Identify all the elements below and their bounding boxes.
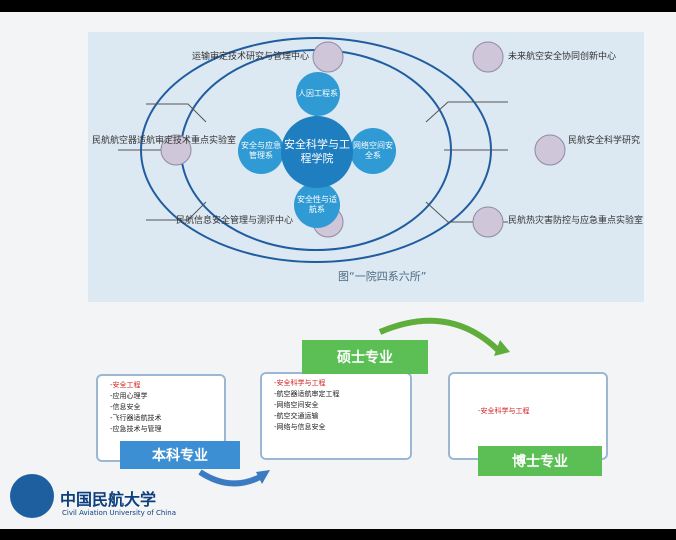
flow-arrows: [198, 317, 510, 487]
screen: 运输审定技术研究与管理中心 未来航空安全协同创新中心 民航航空器适航审定技术重点…: [0, 12, 676, 529]
outer-label-5: 民航信息安全管理与测评中心: [176, 216, 294, 226]
phd-tag: 博士专业: [478, 446, 602, 476]
program-item: -信息安全: [110, 403, 141, 411]
program-item: -航空器适航审定工程: [274, 390, 340, 398]
university-name-cn: 中国民航大学: [60, 490, 157, 509]
outer-label-3: 民航航空器适航审定技术重点实验室: [92, 136, 237, 146]
program-item: -安全科学与工程: [478, 407, 530, 415]
outer-label-2: 未来航空安全协同创新中心: [508, 52, 617, 62]
node-safety-emergency: 安全与应急管理系: [238, 128, 284, 174]
university-logo: [10, 474, 54, 518]
outer-label-4: 民航安全科学研究: [568, 136, 641, 146]
phd-panel: -安全科学与工程: [448, 372, 608, 460]
program-item: -应用心理学: [110, 392, 148, 400]
university-name-en: Civil Aviation University of China: [62, 509, 176, 517]
outer-label-1: 运输审定技术研究与管理中心: [192, 52, 310, 62]
program-item: -飞行器适航技术: [110, 414, 162, 422]
program-item: -应急技术与管理: [110, 425, 162, 433]
diagram-caption: 图“一院四系六所”: [338, 270, 427, 283]
org-diagram: 运输审定技术研究与管理中心 未来航空安全协同创新中心 民航航空器适航审定技术重点…: [88, 32, 644, 302]
master-tag: 硕士专业: [302, 340, 428, 374]
program-item: -网络空间安全: [274, 401, 319, 409]
node-cyber-security: 网络空间安全系: [350, 128, 396, 174]
center-node-college: 安全科学与工程学院: [281, 116, 353, 188]
master-panel: -安全科学与工程 -航空器适航审定工程 -网络空间安全 -航空交通运输 -网络与信息安全: [260, 372, 412, 460]
program-item: -安全工程: [110, 381, 141, 389]
node-human-factors: 人因工程系: [296, 72, 340, 116]
program-item: -安全科学与工程: [274, 379, 326, 387]
outer-label-6: 民航热灾害防控与应急重点实验室: [508, 216, 644, 226]
program-item: -航空交通运输: [274, 412, 319, 420]
node-airworthiness: 安全性与适航系: [294, 182, 340, 228]
undergrad-tag: 本科专业: [120, 441, 240, 469]
program-item: -网络与信息安全: [274, 423, 326, 431]
